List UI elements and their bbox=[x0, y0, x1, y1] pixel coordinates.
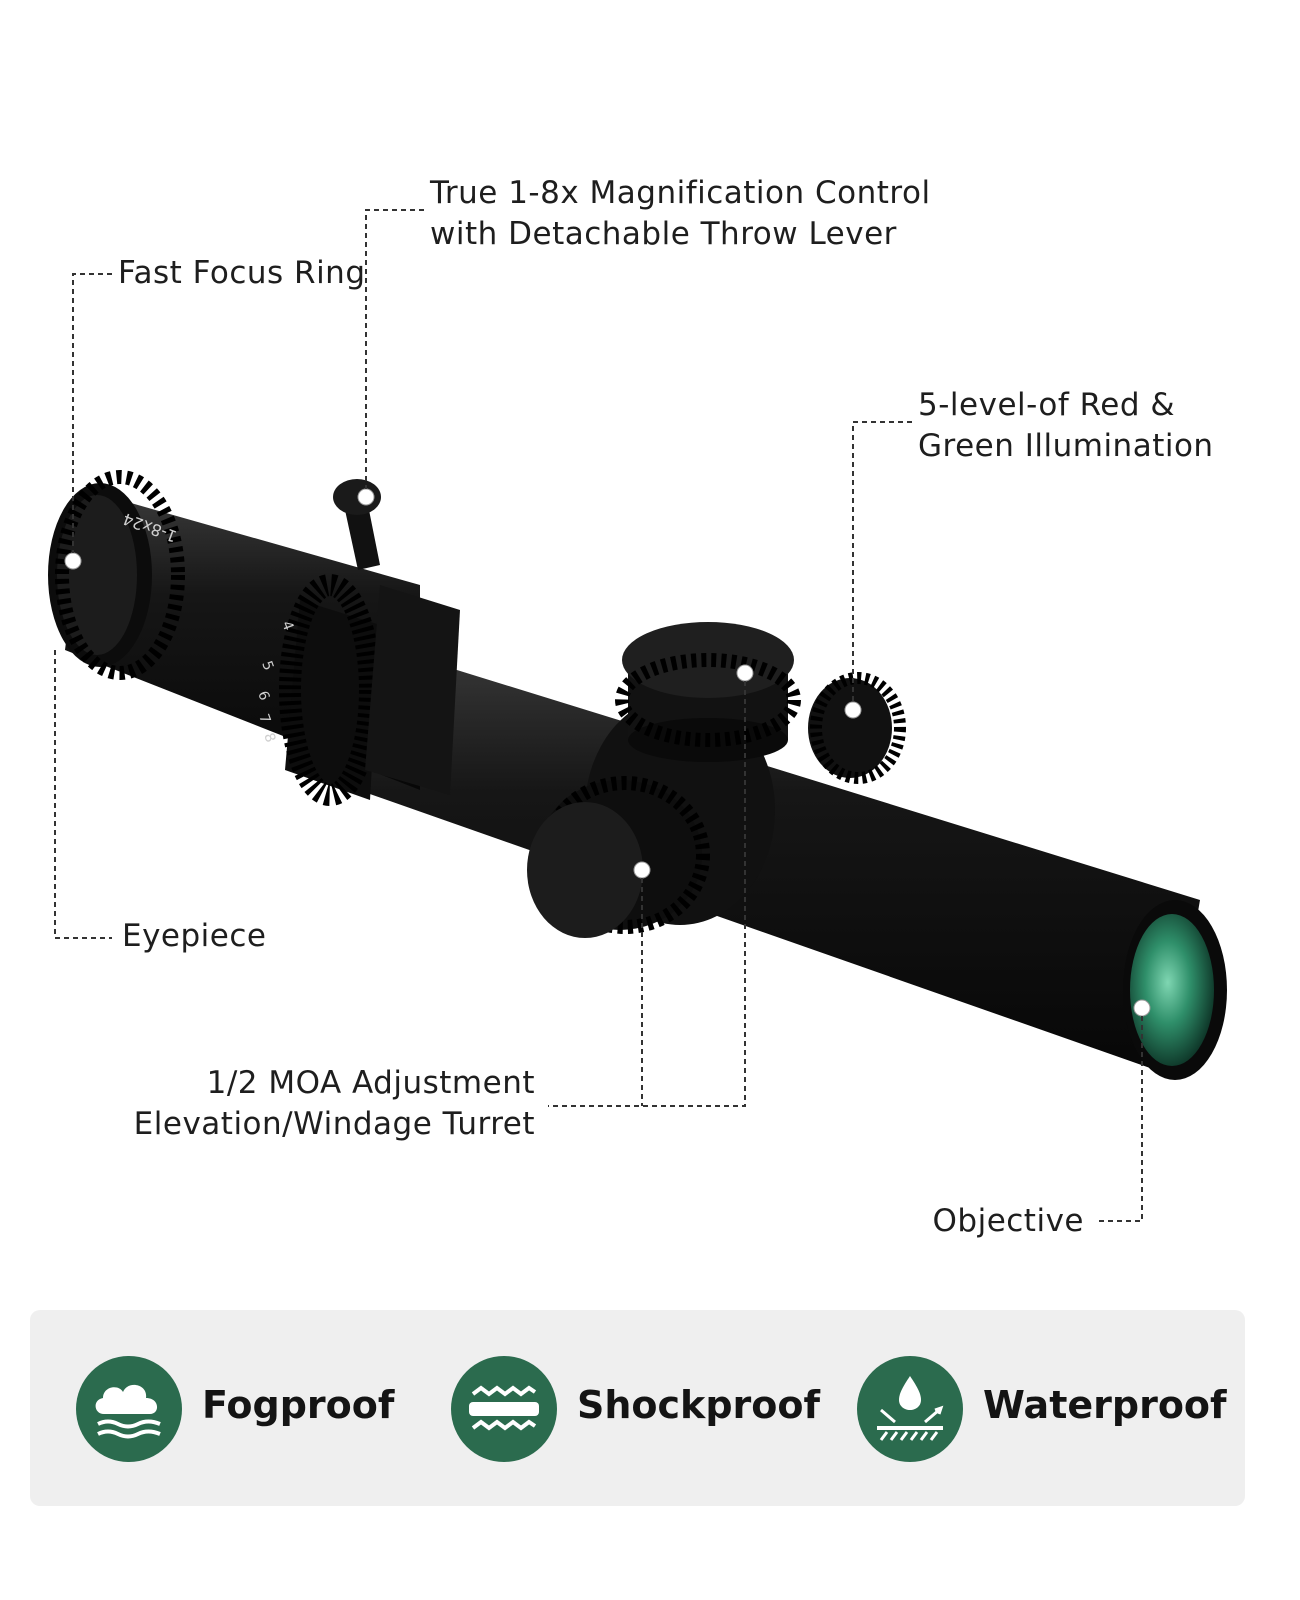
cloud-fog-icon bbox=[95, 1384, 161, 1439]
callout-dots bbox=[64, 488, 1151, 1017]
objective-bell bbox=[1123, 900, 1227, 1080]
leader-lines bbox=[54, 209, 1143, 1222]
illumination-callout-line1: 5-level-of Red & bbox=[918, 387, 1176, 423]
shockproof-badge bbox=[451, 1356, 557, 1462]
turret-callout-line2: Elevation/Windage Turret bbox=[133, 1106, 535, 1142]
scope-body: 4 5 6 7 8 1-8x24 bbox=[48, 470, 1227, 1080]
focus-ring bbox=[55, 470, 185, 680]
fogproof-badge bbox=[76, 1356, 182, 1462]
throw-lever bbox=[333, 479, 381, 570]
magnification-callout-line1: True 1-8x Magnification Control bbox=[430, 175, 931, 211]
zoom-number: 8 bbox=[260, 731, 278, 745]
turret-callout-line1: 1/2 MOA Adjustment bbox=[206, 1065, 535, 1101]
waterproof-badge bbox=[857, 1356, 963, 1462]
feature-label: Waterproof bbox=[983, 1383, 1227, 1427]
feature-label: Shockproof bbox=[577, 1383, 821, 1427]
illumination-callout-line2: Green Illumination bbox=[918, 428, 1214, 464]
feature-label: Fogproof bbox=[202, 1383, 395, 1427]
features-panel: Fogproof Shockproof Waterproof bbox=[30, 1310, 1245, 1506]
water-drop-icon bbox=[877, 1376, 944, 1441]
focus-ring-callout: Fast Focus Ring bbox=[118, 255, 366, 291]
windage-turret bbox=[527, 776, 710, 938]
illumination-knob bbox=[808, 672, 906, 784]
riflescope-illustration: 4 5 6 7 8 1-8x24 bbox=[48, 209, 1227, 1222]
elevation-turret bbox=[615, 622, 801, 762]
magnification-callout-line2: with Detachable Throw Lever bbox=[430, 216, 897, 252]
shock-waves-icon bbox=[469, 1385, 539, 1431]
objective-callout: Objective bbox=[932, 1203, 1084, 1239]
eyepiece-callout: Eyepiece bbox=[122, 918, 267, 954]
magnification-ring bbox=[279, 574, 460, 806]
